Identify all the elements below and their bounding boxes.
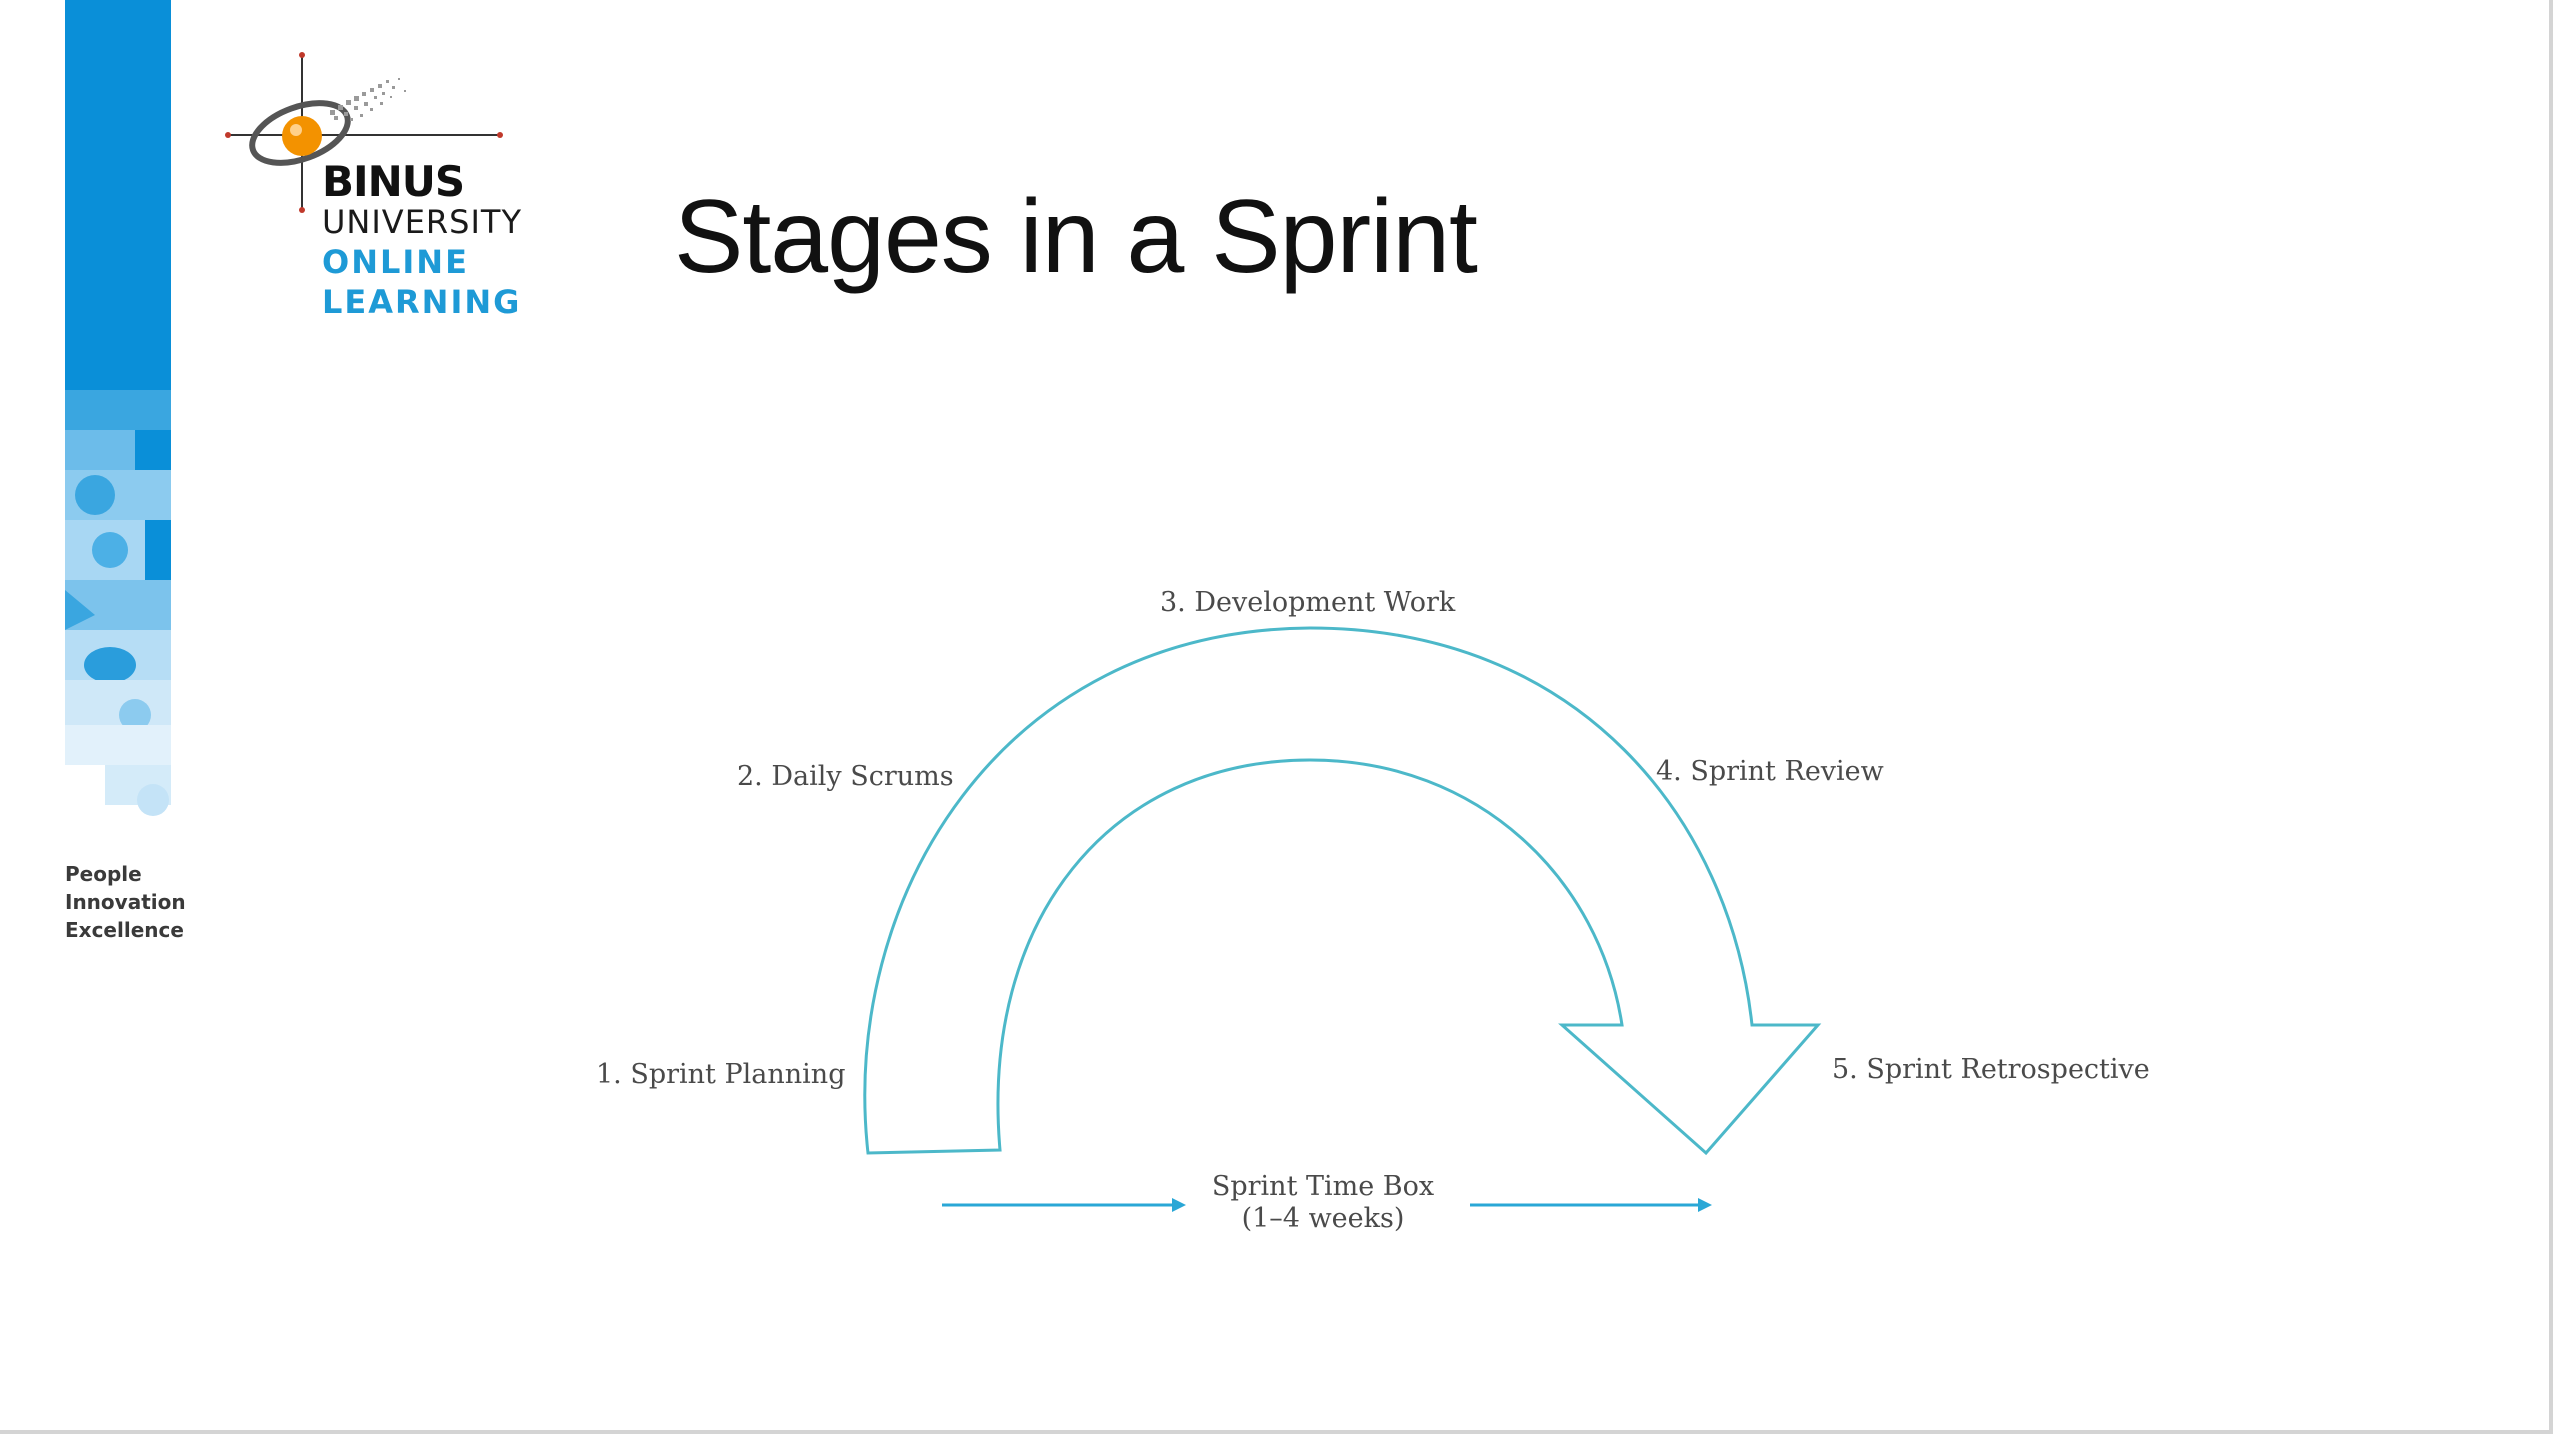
stage-sprint-retrospective: 5. Sprint Retrospective [1832,1054,2150,1085]
tagline-excellence: Excellence [65,918,184,942]
timebox-duration: (1–4 weeks) [1242,1203,1405,1234]
stage-development-work: 3. Development Work [1160,587,1456,618]
page-title: Stages in a Sprint [674,179,1478,295]
sprint-cycle-arrow [863,626,1822,1156]
brand-online: ONLINE [322,243,469,281]
binus-logo-icon [225,52,503,213]
brand-name: BINUS [322,157,465,206]
arrow-right-icon [1470,1198,1712,1212]
brand-logo: BINUS UNIVERSITY ONLINE LEARNING [322,157,522,322]
side-decoration [65,0,171,816]
tagline-innovation: Innovation [65,890,186,914]
stage-sprint-review: 4. Sprint Review [1656,756,1884,787]
stage-daily-scrums: 2. Daily Scrums [737,761,954,792]
timebox-label: Sprint Time Box [1212,1171,1434,1202]
brand-university: UNIVERSITY [322,203,522,241]
stage-sprint-planning: 1. Sprint Planning [596,1059,845,1090]
tagline-people: People [65,862,142,886]
tagline: People Innovation Excellence [65,860,186,944]
arrow-right-icon [942,1198,1186,1212]
brand-learning: LEARNING [322,283,522,321]
